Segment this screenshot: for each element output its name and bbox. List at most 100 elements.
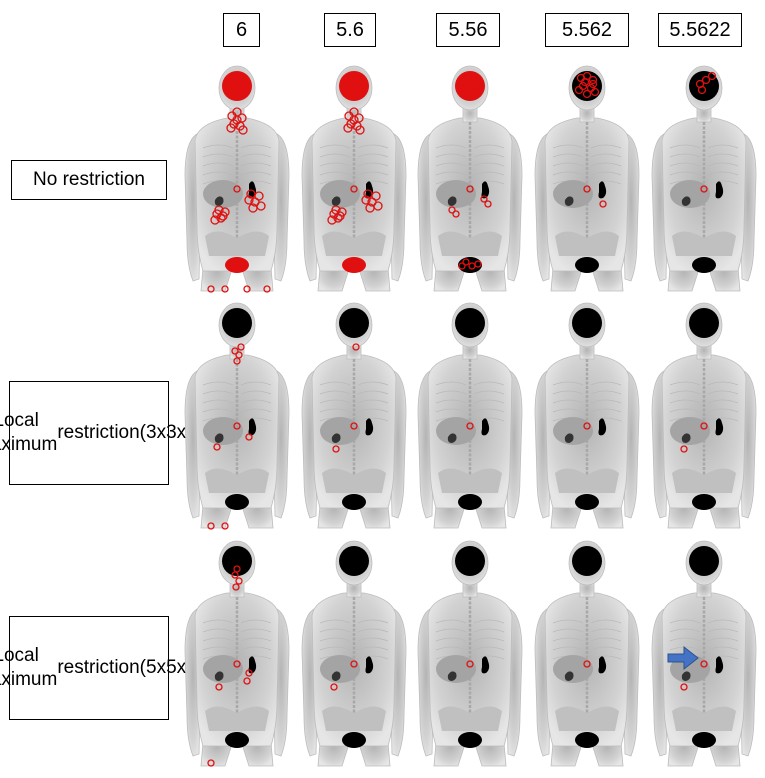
bladder-uptake (342, 494, 366, 510)
detection-marker (590, 87, 600, 97)
threshold-label-3: 5.56 (436, 13, 500, 47)
detection-marker (210, 215, 220, 225)
detection-marker (588, 75, 598, 85)
detection-marker (466, 422, 474, 430)
bowel-uptake (447, 671, 457, 681)
detection-marker (471, 89, 481, 99)
detection-marker (207, 285, 215, 293)
detection-marker (207, 759, 215, 767)
bowel-uptake (214, 671, 224, 681)
bladder-uptake (225, 494, 249, 510)
detection-marker (218, 211, 228, 221)
threshold-label-5: 5.5622 (658, 13, 742, 47)
kidney-uptake (481, 181, 490, 199)
detection-marker (350, 660, 358, 668)
bowel-uptake (214, 196, 224, 206)
detection-marker (237, 343, 245, 351)
threshold-label-2: 5.6 (324, 13, 376, 47)
liver (203, 180, 243, 208)
detection-marker (349, 115, 359, 125)
row-label-line: Local maximum (0, 410, 58, 455)
liver (553, 180, 593, 208)
detection-marker (462, 258, 470, 266)
detection-marker (583, 422, 591, 430)
lesion-arrow-icon (667, 645, 699, 671)
detection-marker (330, 683, 338, 691)
mip-image-r2-c5 (651, 302, 757, 529)
threshold-label-4: 5.562 (545, 13, 629, 47)
detection-marker (243, 285, 251, 293)
bladder-uptake (575, 494, 599, 510)
detection-marker (355, 125, 365, 135)
kidney-uptake (248, 418, 257, 436)
liver (553, 655, 593, 683)
bladder-uptake (458, 257, 482, 273)
detection-marker (448, 206, 456, 214)
liver (320, 655, 360, 683)
row-label-line: restriction (57, 422, 140, 444)
bladder-uptake (225, 732, 249, 748)
detection-marker (352, 343, 360, 351)
detection-marker (233, 660, 241, 668)
liver (436, 180, 476, 208)
brain-uptake (689, 308, 719, 338)
bowel-uptake (447, 433, 457, 443)
bowel-uptake (214, 433, 224, 443)
detection-marker (263, 285, 271, 293)
detection-marker (213, 443, 221, 451)
detection-marker (245, 669, 253, 677)
detection-marker (484, 200, 492, 208)
brain-uptake (339, 308, 369, 338)
brain-uptake (455, 546, 485, 576)
detection-marker (480, 195, 488, 203)
detection-marker (466, 185, 474, 193)
liver (203, 655, 243, 683)
detection-marker (215, 683, 223, 691)
brain-uptake (222, 308, 252, 338)
detection-marker (244, 195, 254, 205)
mip-image-r1-c5 (651, 65, 757, 292)
row-label-line: No restriction (33, 169, 145, 191)
bowel-uptake (331, 433, 341, 443)
mip-image-r1-c4 (534, 65, 640, 292)
detection-marker (243, 677, 251, 685)
bladder-uptake (692, 494, 716, 510)
bowel-uptake (681, 196, 691, 206)
detection-marker (371, 191, 381, 201)
bladder-uptake (342, 257, 366, 273)
row-label-line: Local maximum (0, 645, 58, 690)
brain-uptake (339, 546, 369, 576)
kidney-uptake (598, 418, 607, 436)
mip-image-r2-c1 (184, 302, 290, 530)
detection-marker (582, 89, 592, 99)
row-label-no-restriction: No restriction (11, 160, 167, 200)
detection-marker (233, 357, 241, 365)
detection-marker (238, 125, 248, 135)
detection-marker (350, 185, 358, 193)
kidney-uptake (248, 656, 257, 674)
kidney-uptake (598, 656, 607, 674)
mip-image-r1-c2 (301, 65, 407, 292)
detection-marker (373, 201, 383, 211)
detection-marker (361, 195, 371, 205)
mip-image-r2-c2 (301, 302, 407, 529)
detection-marker (232, 583, 240, 591)
threshold-label-1: 6 (223, 13, 260, 47)
kidney-uptake (715, 656, 724, 674)
detection-marker (233, 185, 241, 193)
detection-marker (700, 660, 708, 668)
detection-marker (235, 577, 243, 585)
kidney-uptake (365, 418, 374, 436)
mip-image-r2-c4 (534, 302, 640, 529)
brain-uptake (222, 546, 252, 576)
bowel-uptake (447, 196, 457, 206)
liver (670, 180, 710, 208)
brain-uptake (689, 71, 719, 101)
detection-marker (466, 660, 474, 668)
brain-uptake (572, 308, 602, 338)
detection-marker (332, 445, 340, 453)
detection-marker (599, 200, 607, 208)
bladder-uptake (458, 494, 482, 510)
liver (320, 417, 360, 445)
